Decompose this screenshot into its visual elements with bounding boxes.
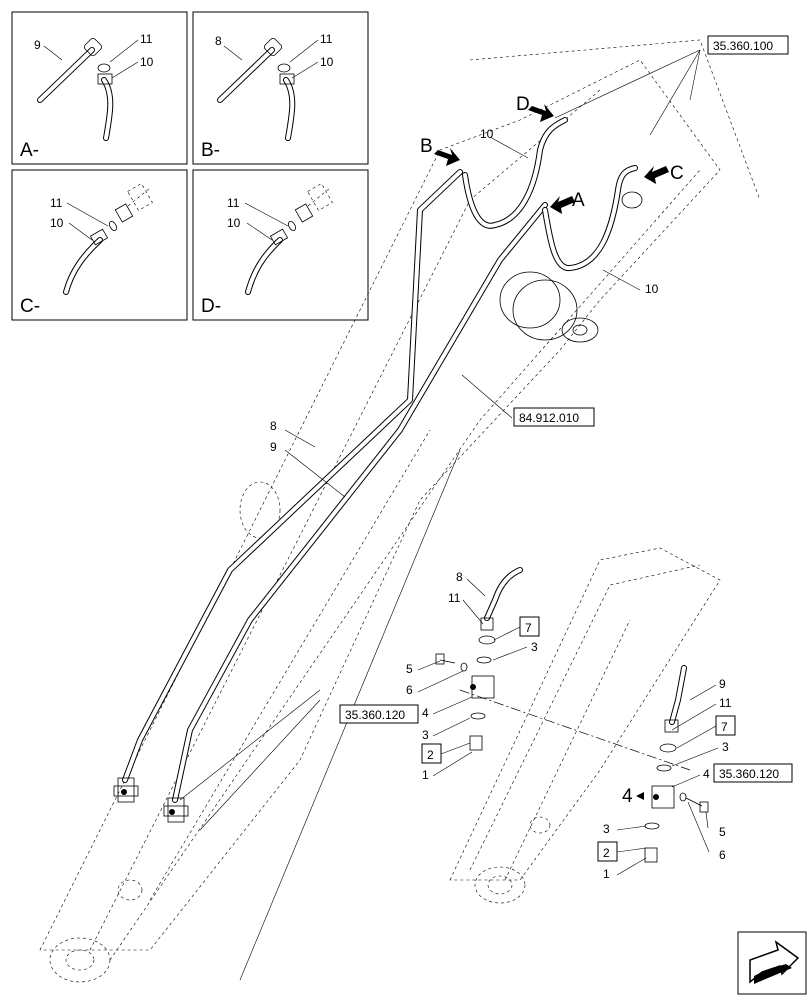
svg-text:9: 9 [719,677,726,691]
inset-d-label-11: 11 [227,196,240,210]
inset-b-title: B- [201,140,220,161]
ref-box-84-912-010[interactable]: 84.912.010 [513,407,595,427]
svg-text:3: 3 [422,728,429,742]
svg-text:84.912.010: 84.912.010 [519,411,579,425]
inset-d: 11 10 D- [192,169,369,321]
inset-a-label-11: 11 [140,32,153,46]
arrow-c-label: C [670,163,684,184]
inset-b-label-10: 10 [320,55,334,69]
inset-d-title: D- [201,296,221,317]
inset-b-label-8: 8 [215,34,222,48]
svg-text:3: 3 [722,740,729,754]
ref-box-35-360-120-right[interactable]: 35.360.120 [713,763,793,783]
svg-text:35.360.120: 35.360.120 [719,767,779,781]
arrow-a-label: A [572,190,585,211]
svg-text:1: 1 [603,867,610,881]
centerline [459,689,691,771]
hose-10-top [462,117,568,229]
svg-text:11: 11 [448,591,461,605]
main-callouts: 10 10 8 9 [270,49,701,498]
svg-text:8: 8 [456,570,463,584]
ref-box-35-360-100[interactable]: 35.360.100 [707,35,789,55]
svg-text:3: 3 [531,640,538,654]
arrow-d-label: D [516,94,530,115]
inset-a-label-10: 10 [140,55,154,69]
svg-text:3: 3 [603,822,610,836]
right-detail-callouts: 9 11 7 3 4 4 5 3 6 2 1 [597,677,736,881]
inset-a: 9 11 10 A- [11,11,188,165]
detail-boom-outline [449,547,721,904]
svg-text:2: 2 [603,846,610,860]
inset-c: 11 10 C- [11,169,188,321]
left-valve-block [113,777,189,823]
hose-9 [172,202,548,803]
svg-text:35.360.100: 35.360.100 [713,39,773,53]
svg-text:7: 7 [721,720,728,734]
hose-10-right [542,165,638,271]
label-hose-8: 8 [270,419,277,433]
svg-text:35.360.120: 35.360.120 [345,708,405,722]
hose-8 [122,169,463,783]
svg-text:6: 6 [406,683,413,697]
svg-text:1: 1 [422,768,429,782]
right-exploded-assembly [636,665,709,863]
inset-a-label-9: 9 [34,38,41,52]
navigation-arrow-icon[interactable] [737,931,807,995]
left-detail-callouts: 8 11 7 3 5 6 4 3 2 1 [406,570,540,782]
label-hose-9: 9 [270,440,277,454]
boom-foot-pivot [499,191,643,343]
arrow-b-label: B [420,136,433,157]
left-exploded-assembly [435,567,523,751]
svg-text:5: 5 [719,825,726,839]
inset-c-label-10: 10 [50,216,64,230]
arrow-a: A [550,190,585,214]
svg-text:7: 7 [525,621,532,635]
inset-d-label-10: 10 [227,216,241,230]
inset-b-label-11: 11 [320,32,333,46]
svg-text:6: 6 [719,848,726,862]
label-hose-10-right: 10 [645,282,659,296]
svg-text:4: 4 [703,767,710,781]
inset-c-label-11: 11 [50,196,63,210]
svg-text:4: 4 [422,706,429,720]
svg-text:4: 4 [622,786,633,807]
svg-text:5: 5 [406,662,413,676]
arrow-d: D [516,94,554,122]
inset-c-title: C- [20,296,40,317]
inset-b: 8 11 10 B- [192,11,369,165]
arrow-b: B [420,136,460,166]
svg-text:11: 11 [719,696,732,710]
arrow-c: C [644,163,684,184]
label-hose-10-top: 10 [480,127,494,141]
ref-box-35-360-120-left[interactable]: 35.360.120 [339,704,419,724]
inset-a-title: A- [20,140,39,161]
svg-text:2: 2 [427,748,434,762]
